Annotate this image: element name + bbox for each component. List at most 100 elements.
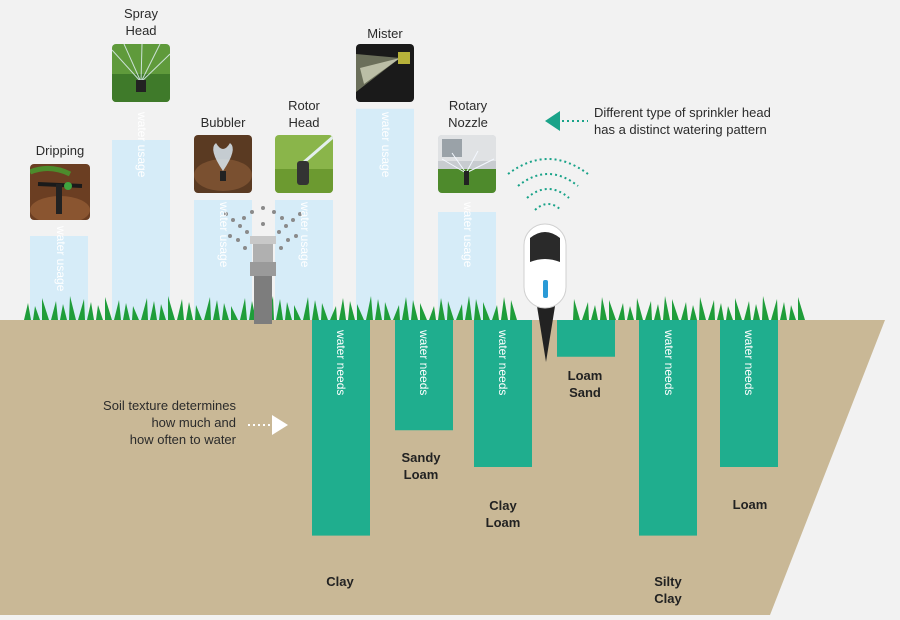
grass-blade bbox=[735, 298, 742, 320]
grass-blade bbox=[240, 298, 247, 320]
usage-bar-mister bbox=[356, 108, 414, 320]
needs-text-sandy-loam: water needs bbox=[417, 330, 431, 396]
usage-text-dripping: water usage bbox=[54, 226, 68, 292]
grass-blade bbox=[330, 306, 337, 320]
grass-blade bbox=[420, 303, 427, 320]
grass-blade bbox=[312, 300, 319, 320]
bubbler-photo bbox=[194, 135, 252, 193]
grass-blade bbox=[366, 296, 373, 320]
grass-blade bbox=[780, 302, 787, 320]
soil-note: Soil texture determines how much and how… bbox=[103, 398, 236, 447]
soil-label-silty-clay: Silty Clay bbox=[654, 574, 682, 606]
grass-blade bbox=[798, 297, 805, 320]
grass-blade bbox=[753, 304, 760, 320]
grass-blade bbox=[42, 298, 49, 320]
needs-bar-clay bbox=[312, 320, 370, 536]
arrow-right-icon bbox=[248, 415, 288, 435]
soil-label-clay: Clay bbox=[326, 574, 354, 589]
grass-blade bbox=[492, 305, 499, 320]
grass-blade bbox=[321, 303, 328, 320]
needs-bar-loam bbox=[720, 320, 778, 467]
grass-blade bbox=[213, 300, 220, 320]
grass-blade bbox=[204, 297, 211, 320]
grass-blade bbox=[348, 301, 355, 320]
grass-blade bbox=[690, 305, 697, 320]
sprinkler-label-rotary-nozzle: Rotary Nozzle bbox=[448, 98, 488, 130]
sprinkler-note: Different type of sprinkler head has a d… bbox=[594, 105, 771, 137]
grass-blade bbox=[33, 306, 40, 320]
grass-blade bbox=[717, 303, 724, 320]
grass-blade bbox=[51, 301, 58, 320]
grass-blade bbox=[663, 296, 670, 320]
grass-blade bbox=[402, 297, 409, 320]
grass-blade bbox=[474, 299, 481, 320]
grass-blade bbox=[294, 305, 301, 320]
drip-emitter-photo bbox=[30, 164, 90, 220]
needs-bar-clay-loam bbox=[474, 320, 532, 467]
needs-text-clay: water needs bbox=[334, 330, 348, 396]
grass-blade bbox=[384, 302, 391, 320]
grass-blade bbox=[150, 301, 157, 320]
rotor-head-photo bbox=[275, 135, 333, 193]
grass-blade bbox=[87, 302, 94, 320]
grass-blade bbox=[645, 301, 652, 320]
sprinkler-label-spray-head: Spray Head bbox=[124, 6, 158, 38]
sprinkler-pipe-icon bbox=[224, 206, 302, 324]
usage-text-bubbler: water usage bbox=[217, 202, 231, 268]
grass-blade bbox=[222, 303, 229, 320]
soil-label-loam: Loam bbox=[732, 497, 768, 512]
grass-blade bbox=[609, 300, 616, 320]
grass-blade bbox=[303, 297, 310, 320]
soil-label-loam-sand: Loam Sand bbox=[567, 368, 603, 400]
grass-blade bbox=[726, 306, 733, 320]
grass-blade bbox=[159, 304, 166, 320]
grass-blade bbox=[60, 304, 67, 320]
grass-blade bbox=[231, 306, 238, 320]
usage-bar-dripping bbox=[30, 236, 88, 320]
soil-label-sandy-loam: Sandy Loam bbox=[401, 450, 441, 482]
soil-label-clay-loam: Clay Loam bbox=[485, 498, 521, 530]
grass-blade bbox=[78, 299, 85, 320]
grass-blade bbox=[357, 304, 364, 320]
mister-photo bbox=[356, 44, 414, 102]
usage-bars bbox=[30, 108, 496, 320]
arrow-left-icon bbox=[545, 111, 588, 131]
grass-blade bbox=[600, 297, 607, 320]
needs-bar-loam-sand bbox=[557, 320, 615, 357]
grass-blade bbox=[699, 297, 706, 320]
usage-bar-bubbler bbox=[194, 200, 252, 320]
needs-text-loam: water needs bbox=[742, 330, 756, 396]
grass-blade bbox=[24, 303, 31, 320]
grass-blade bbox=[510, 300, 517, 320]
grass-blade bbox=[762, 296, 769, 320]
rotary-nozzle-photo bbox=[438, 135, 496, 193]
usage-text-rotor-head: water usage bbox=[298, 202, 312, 268]
grass-blade bbox=[168, 296, 175, 320]
wifi-signal-icon bbox=[507, 158, 589, 211]
grass-blade bbox=[744, 301, 751, 320]
usage-bar-spray-head bbox=[112, 140, 170, 320]
grass-blade bbox=[96, 305, 103, 320]
grass-blade bbox=[69, 296, 76, 320]
grass-blade bbox=[501, 297, 508, 320]
grass bbox=[24, 296, 805, 320]
grass-blade bbox=[789, 305, 796, 320]
grass-blade bbox=[339, 298, 346, 320]
spray-head-photo bbox=[112, 44, 170, 102]
grass-blade bbox=[591, 305, 598, 320]
grass-blade bbox=[393, 305, 400, 320]
sprinkler-label-rotor-head: Rotor Head bbox=[288, 98, 320, 130]
usage-text-rotary-nozzle: water usage bbox=[461, 202, 475, 268]
grass-blade bbox=[771, 299, 778, 320]
usage-bar-rotary-nozzle bbox=[438, 212, 496, 320]
grass-blade bbox=[285, 302, 292, 320]
grass-blade bbox=[411, 300, 418, 320]
grass-blade bbox=[672, 299, 679, 320]
grass-blade bbox=[438, 298, 445, 320]
grass-blade bbox=[429, 306, 436, 320]
needs-bar-sandy-loam bbox=[395, 320, 453, 431]
sprinkler-label-mister: Mister bbox=[367, 26, 403, 41]
needs-text-silty-clay: water needs bbox=[662, 330, 676, 396]
